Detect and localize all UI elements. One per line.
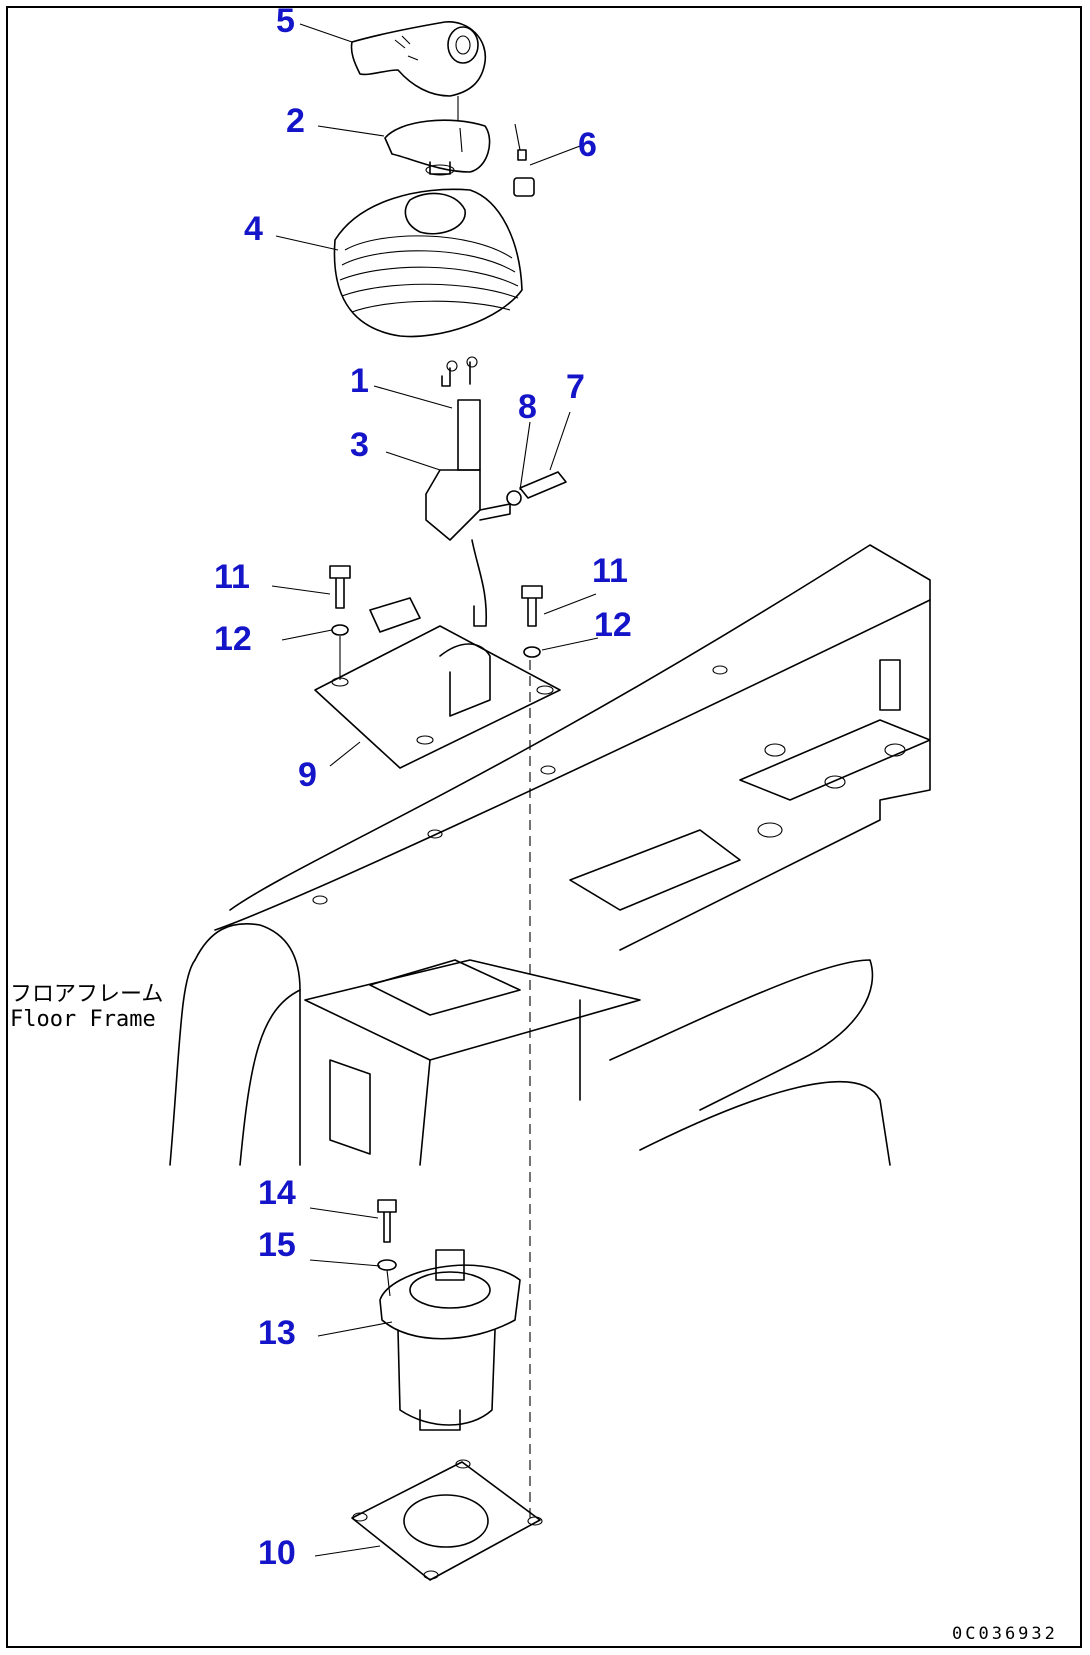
callout-2: 2: [286, 102, 305, 140]
callout-14: 14: [258, 1174, 296, 1212]
callout-10: 10: [258, 1534, 296, 1572]
callout-8: 8: [518, 388, 537, 426]
callout-7: 7: [566, 368, 585, 406]
callout-6: 6: [578, 126, 597, 164]
callout-11-left: 11: [214, 558, 250, 596]
floor-frame-label-en: Floor Frame: [10, 1007, 156, 1033]
gasket-part: [351, 1459, 543, 1581]
floor-frame-label-jp: フロアフレーム: [10, 982, 164, 1007]
mounting-plate-part: [314, 565, 561, 769]
valve-part: [377, 1199, 521, 1431]
drawing-border: [6, 6, 1082, 1648]
callout-11-right: 11: [592, 552, 628, 590]
callout-5: 5: [276, 2, 295, 40]
screw-part: [513, 123, 535, 197]
lever-assembly-part: [425, 356, 567, 627]
callout-12-right: 12: [594, 606, 632, 644]
floor-frame-structure: [169, 544, 931, 1166]
callout-1: 1: [350, 362, 369, 400]
callout-12-left: 12: [214, 620, 252, 658]
callout-3: 3: [350, 426, 369, 464]
bracket-part: [384, 119, 491, 176]
floor-frame-label: フロアフレーム Floor Frame: [10, 982, 163, 1033]
boot-part: [333, 188, 523, 338]
callout-9: 9: [298, 756, 317, 794]
callout-15: 15: [258, 1226, 296, 1264]
lever-grip-part: [350, 21, 487, 120]
drawing-code: 0C036932: [952, 1624, 1058, 1644]
callout-4: 4: [244, 210, 263, 248]
leader-lines: [271, 23, 599, 1557]
callout-13: 13: [258, 1314, 296, 1352]
